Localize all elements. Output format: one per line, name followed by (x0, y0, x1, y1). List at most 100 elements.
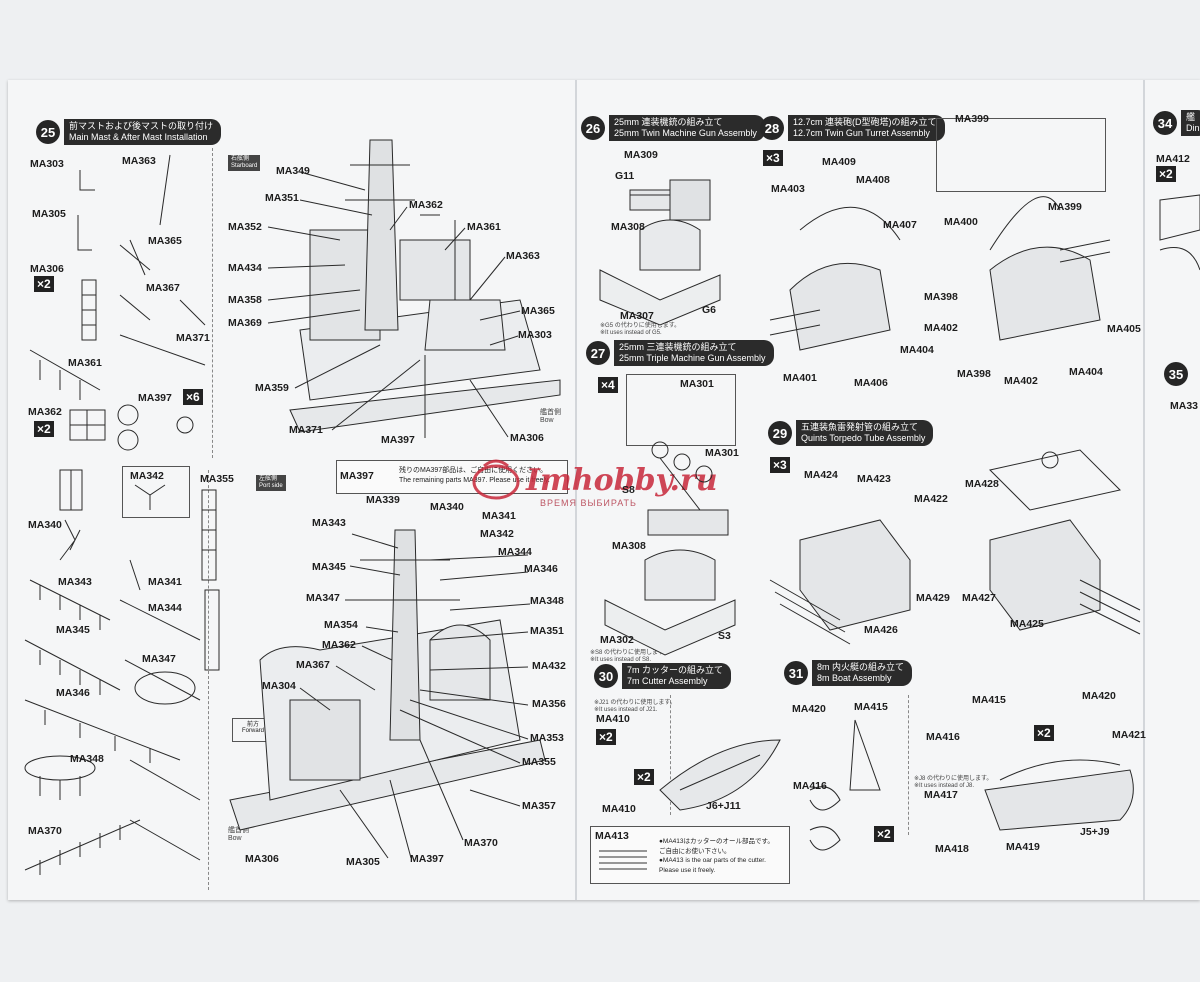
bow-en: Bow (228, 835, 242, 842)
part-label: MA397 (381, 434, 415, 446)
part-label: MA348 (70, 753, 104, 765)
part-label: MA343 (58, 576, 92, 588)
part-label: MA347 (306, 592, 340, 604)
part-label: MA401 (783, 372, 817, 384)
part-label: MA349 (276, 165, 310, 177)
fold-line (575, 80, 577, 900)
part-label: MA342 (480, 528, 514, 540)
part-label: MA362 (409, 199, 443, 211)
quantity-badge: ×2 (634, 769, 654, 785)
part-label: MA361 (68, 357, 102, 369)
part-label: MA303 (30, 158, 64, 170)
watermark-logo-icon (472, 459, 520, 500)
part-label: MA353 (530, 732, 564, 744)
part-label: MA402 (1004, 375, 1038, 387)
heading-en: 25mm Twin Machine Gun Assembly (614, 128, 757, 138)
step-heading: 五連装魚雷発射管の組み立て Quints Torpedo Tube Assemb… (796, 420, 934, 446)
part-label: MA343 (312, 517, 346, 529)
quantity-badge: ×2 (34, 421, 54, 437)
part-label: MA423 (857, 473, 891, 485)
part-label: MA339 (366, 494, 400, 506)
part-label: MA399 (1048, 201, 1082, 213)
step-35-title: 35 (1164, 362, 1188, 386)
part-label: MA422 (914, 493, 948, 505)
part-label: MA344 (148, 602, 182, 614)
part-label: MA420 (792, 703, 826, 715)
part-label: MA403 (771, 183, 805, 195)
part-label: MA352 (228, 221, 262, 233)
step-29-title: 29 五連装魚雷発射管の組み立て Quints Torpedo Tube Ass… (768, 420, 934, 446)
quantity-badge: ×2 (874, 826, 894, 842)
part-label: J6+J11 (706, 800, 741, 812)
heading-en: 7m Cutter Assembly (627, 676, 708, 686)
part-label: MA304 (262, 680, 296, 692)
part-label: MA421 (1112, 729, 1146, 741)
heading-jp: 25mm 三連装機銃の組み立て (619, 342, 737, 352)
heading-en: Din (1186, 123, 1200, 133)
watermark-sub: ВРЕМЯ ВЫБИРАТЬ (540, 498, 637, 508)
quantity-badge: ×6 (183, 389, 203, 405)
ma413-jp2: ご自由にお使い下さい。 (659, 848, 731, 855)
part-label: MA340 (28, 519, 62, 531)
divider (212, 148, 213, 458)
part-label: MA307 (620, 310, 654, 322)
part-label: G11 (615, 170, 635, 182)
fold-line (1143, 80, 1145, 900)
divider (208, 470, 209, 890)
step-heading: 前マストおよび後マストの取り付け Main Mast & After Mast … (64, 119, 222, 145)
part-label: MA345 (56, 624, 90, 636)
ma413-label: MA413 (595, 830, 629, 842)
part-label: MA357 (522, 800, 556, 812)
step-number: 27 (586, 341, 610, 365)
step-27-title: 27 25mm 三連装機銃の組み立て 25mm Triple Machine G… (586, 340, 774, 366)
part-label: MA33 (1170, 400, 1199, 412)
part-label: MA365 (148, 235, 182, 247)
step-25-title: 25 前マストおよび後マストの取り付け Main Mast & After Ma… (36, 119, 222, 145)
part-label: MA402 (924, 322, 958, 334)
bow-en: Bow (540, 417, 554, 424)
part-label: MA305 (346, 856, 380, 868)
starboard-tag: 右舷側 Starboard (228, 155, 261, 171)
part-label: MA363 (122, 155, 156, 167)
part-label: MA416 (793, 780, 827, 792)
note-jp: ※G5 の代わりに使用します。 (600, 323, 681, 329)
ma413-en2: Please use it freely. (659, 867, 716, 874)
quantity-badge: ×2 (1034, 725, 1054, 741)
quantity-badge: ×4 (598, 377, 618, 393)
part-label: MA342 (130, 470, 164, 482)
note-jp: ※J8 の代わりに使用します。 (914, 776, 993, 782)
part-label: MA306 (510, 432, 544, 444)
quantity-badge: ×2 (34, 276, 54, 292)
part-label: MA354 (324, 619, 358, 631)
part-label: MA371 (176, 332, 210, 344)
part-label: MA302 (600, 634, 634, 646)
part-label: MA301 (680, 378, 714, 390)
step-heading: 25mm 三連装機銃の組み立て 25mm Triple Machine Gun … (614, 340, 774, 366)
part-label: MA365 (521, 305, 555, 317)
ma413-en1: ●MA413 is the oar parts of the cutter. (659, 857, 766, 864)
ma413-jp1: ●MA413はカッターのオール部品です。 (659, 838, 774, 845)
part-label: MA361 (467, 221, 501, 233)
quantity-badge: ×3 (770, 457, 790, 473)
heading-jp: 前マストおよび後マストの取り付け (69, 121, 214, 131)
part-label: MA363 (506, 250, 540, 262)
part-label: MA406 (854, 377, 888, 389)
step-heading: 艦 Din (1181, 110, 1200, 136)
divider (670, 695, 671, 815)
part-label: MA303 (518, 329, 552, 341)
part-label: MA405 (1107, 323, 1141, 335)
quantity-badge: ×2 (1156, 166, 1176, 182)
part-label: MA358 (228, 294, 262, 306)
ma413-oar-note: MA413 ●MA413はカッターのオール部品です。 ご自由にお使い下さい。 ●… (590, 826, 790, 884)
ma342-detail-box (122, 466, 190, 518)
tag-jp: 左舷側 (259, 476, 278, 482)
part-label: MA426 (864, 624, 898, 636)
note-en: ※It uses instead of S8. (590, 657, 652, 663)
step-heading: 12.7cm 連装砲(D型砲塔)の組み立て 12.7cm Twin Gun Tu… (788, 115, 945, 141)
ma399-detail-box (936, 118, 1106, 192)
part-label: MA432 (532, 660, 566, 672)
note-jp: ※S8 の代わりに使用します。 (590, 650, 670, 656)
divider (908, 695, 909, 835)
part-label: MA371 (289, 424, 323, 436)
